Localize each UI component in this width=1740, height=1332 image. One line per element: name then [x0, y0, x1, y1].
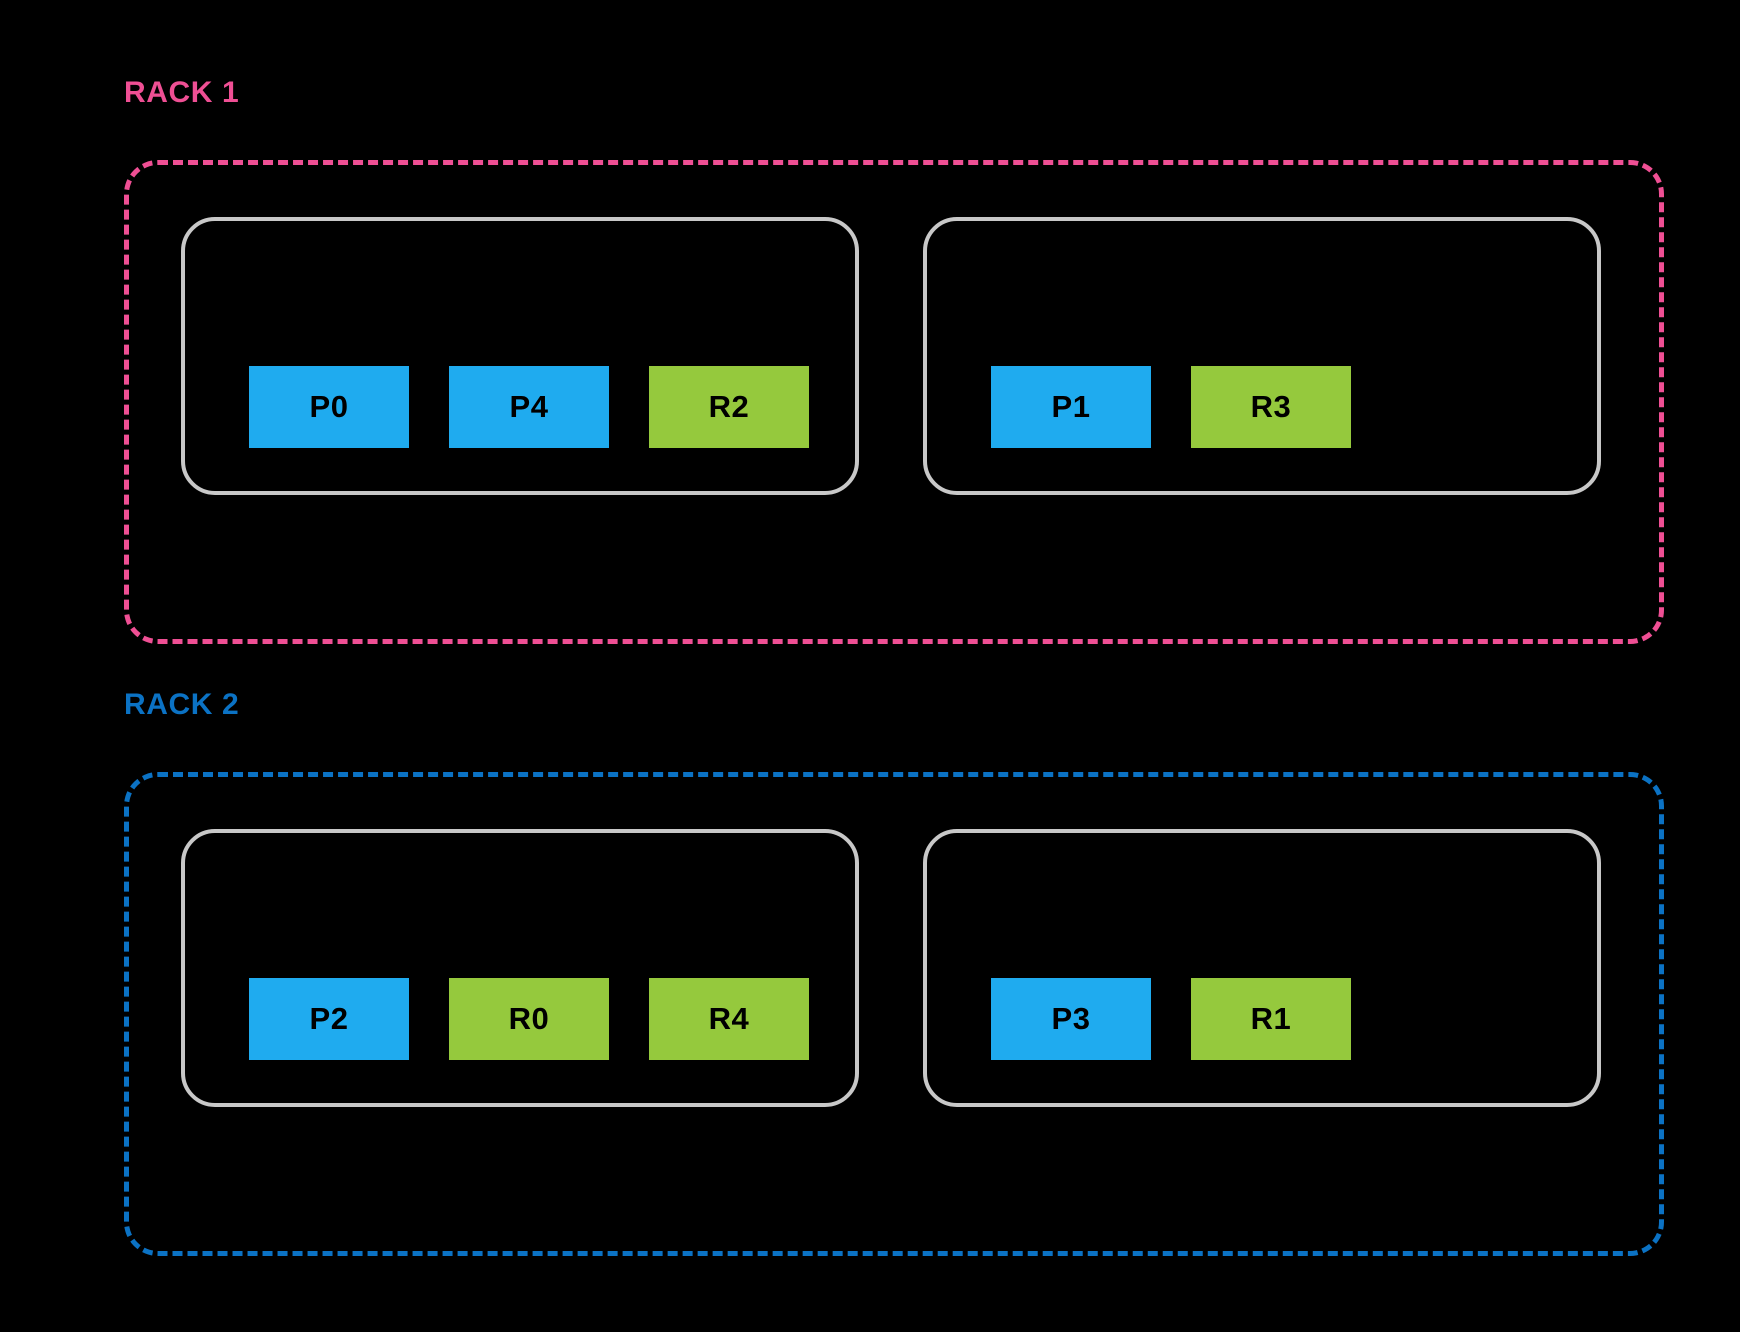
rack-1-label: RACK 1	[124, 76, 240, 109]
rack2-node2-box[interactable]: P3 R1	[923, 829, 1601, 1107]
chip-r4[interactable]: R4	[649, 978, 809, 1060]
chip-r1[interactable]: R1	[1191, 978, 1351, 1060]
rack-2-label: RACK 2	[124, 688, 240, 721]
chip-p0[interactable]: P0	[249, 366, 409, 448]
rack2-node2-chip-row: P3 R1	[991, 978, 1351, 1060]
chip-p3[interactable]: P3	[991, 978, 1151, 1060]
rack1-node1-box[interactable]: P0 P4 R2	[181, 217, 859, 495]
chip-p1[interactable]: P1	[991, 366, 1151, 448]
rack-group-2: RACK 2 P2 R0 R4 P3 R1	[124, 690, 1664, 1256]
rack2-node1-chip-row: P2 R0 R4	[249, 978, 809, 1060]
rack1-node2-box[interactable]: P1 R3	[923, 217, 1601, 495]
rack-group-1: RACK 1 P0 P4 R2 P1 R3	[124, 78, 1664, 644]
rack1-node2-chip-row: P1 R3	[991, 366, 1351, 448]
chip-r2[interactable]: R2	[649, 366, 809, 448]
rack1-node1-chip-row: P0 P4 R2	[249, 366, 809, 448]
chip-r3[interactable]: R3	[1191, 366, 1351, 448]
rack-1-boundary: P0 P4 R2 P1 R3	[124, 160, 1664, 644]
rack-2-boundary: P2 R0 R4 P3 R1	[124, 772, 1664, 1256]
chip-r0[interactable]: R0	[449, 978, 609, 1060]
chip-p2[interactable]: P2	[249, 978, 409, 1060]
rack2-node1-box[interactable]: P2 R0 R4	[181, 829, 859, 1107]
chip-p4[interactable]: P4	[449, 366, 609, 448]
